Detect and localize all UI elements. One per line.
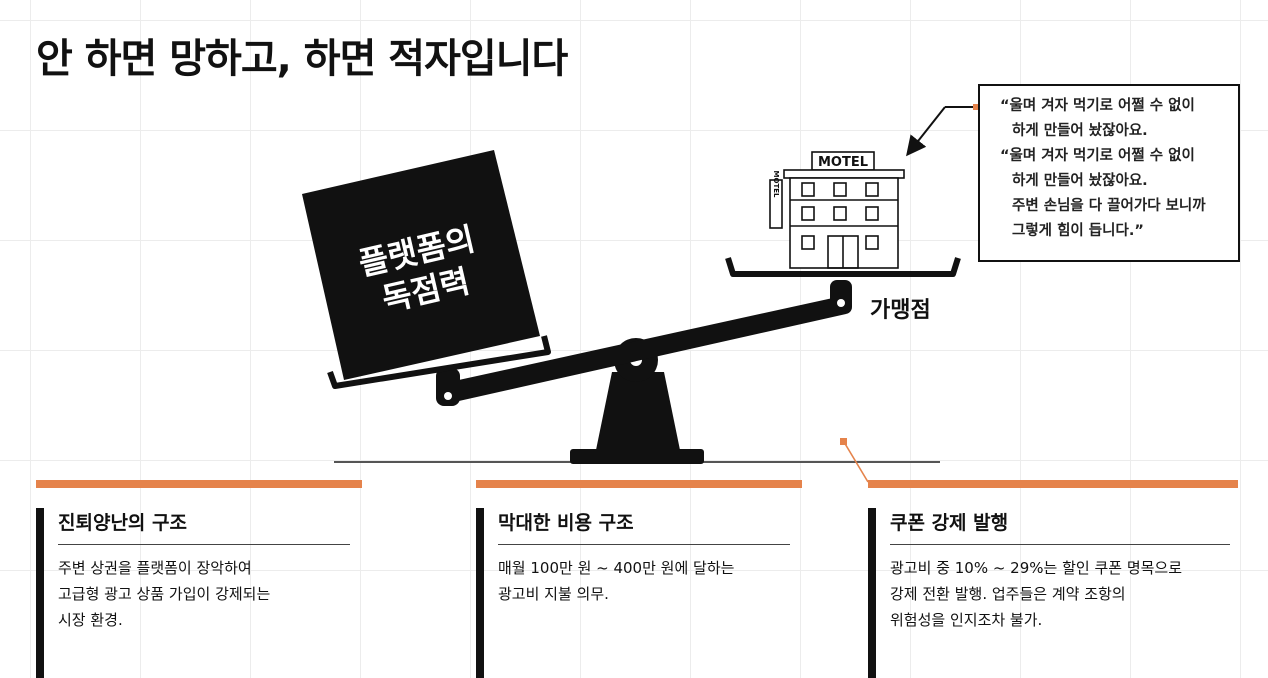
- quote-line: 하게 만들어 놨잖아요.: [1012, 173, 1148, 189]
- right-hanger: [830, 280, 852, 314]
- left-hanger: [436, 368, 460, 406]
- column-heading: 막대한 비용 구조: [498, 512, 634, 534]
- page-title: 안 하면 망하고, 하면 적자입니다: [36, 36, 568, 82]
- column-heading: 진퇴양난의 구조: [58, 512, 187, 534]
- arrow-pointer: [906, 106, 946, 157]
- divider: [498, 544, 790, 545]
- seesaw-beam: [445, 296, 846, 403]
- monopoly-box: [302, 150, 540, 380]
- right-tray: [725, 257, 961, 277]
- accent-bar: [36, 480, 362, 488]
- column-body: 광고비 중 10% ~ 29%는 할인 쿠폰 명목으로 강제 전환 발행. 업주…: [890, 559, 1183, 629]
- quote-line: 하게 만들어 놨잖아요.: [1012, 123, 1148, 139]
- divider: [58, 544, 350, 545]
- quote-line: 주변 손님을 다 끌어가다 보니까: [1012, 198, 1206, 214]
- fulcrum-stand: [596, 372, 680, 450]
- motel-sign-label: MOTEL: [818, 155, 868, 170]
- quote-box: “울며 겨자 먹기로 어쩔 수 없이 하게 만들어 놨잖아요. “울며 겨자 먹…: [978, 84, 1240, 262]
- column-dilemma: 진퇴양난의 구조 주변 상권을 플랫폼이 장악하여 고급형 광고 상품 가입이 …: [36, 480, 362, 678]
- quote-line: “울며 겨자 먹기로 어쩔 수 없이: [1000, 148, 1195, 164]
- accent-bar: [868, 480, 1238, 488]
- accent-bar: [476, 480, 802, 488]
- motel-vertical-sign: MOTEL: [772, 171, 780, 198]
- motel-building: [769, 151, 905, 269]
- franchise-label: 가맹점: [870, 298, 931, 323]
- left-tray: [327, 335, 551, 389]
- column-body: 주변 상권을 플랫폼이 장악하여 고급형 광고 상품 가입이 강제되는 시장 환…: [58, 559, 271, 629]
- column-rule: [36, 508, 44, 678]
- fulcrum-base: [570, 449, 704, 464]
- column-rule: [868, 508, 876, 678]
- column-rule: [476, 508, 484, 678]
- quote-line: 그렇게 힘이 듭니다.”: [1012, 223, 1144, 239]
- connector-line: [843, 441, 869, 483]
- column-heading: 쿠폰 강제 발행: [890, 512, 1009, 534]
- divider: [890, 544, 1230, 545]
- column-coupon: 쿠폰 강제 발행 광고비 중 10% ~ 29%는 할인 쿠폰 명목으로 강제 …: [868, 480, 1238, 678]
- column-body: 매월 100만 원 ~ 400만 원에 달하는 광고비 지불 의무.: [498, 559, 735, 603]
- quote-line: “울며 겨자 먹기로 어쩔 수 없이: [1000, 98, 1195, 114]
- column-cost: 막대한 비용 구조 매월 100만 원 ~ 400만 원에 달하는 광고비 지불…: [476, 480, 802, 678]
